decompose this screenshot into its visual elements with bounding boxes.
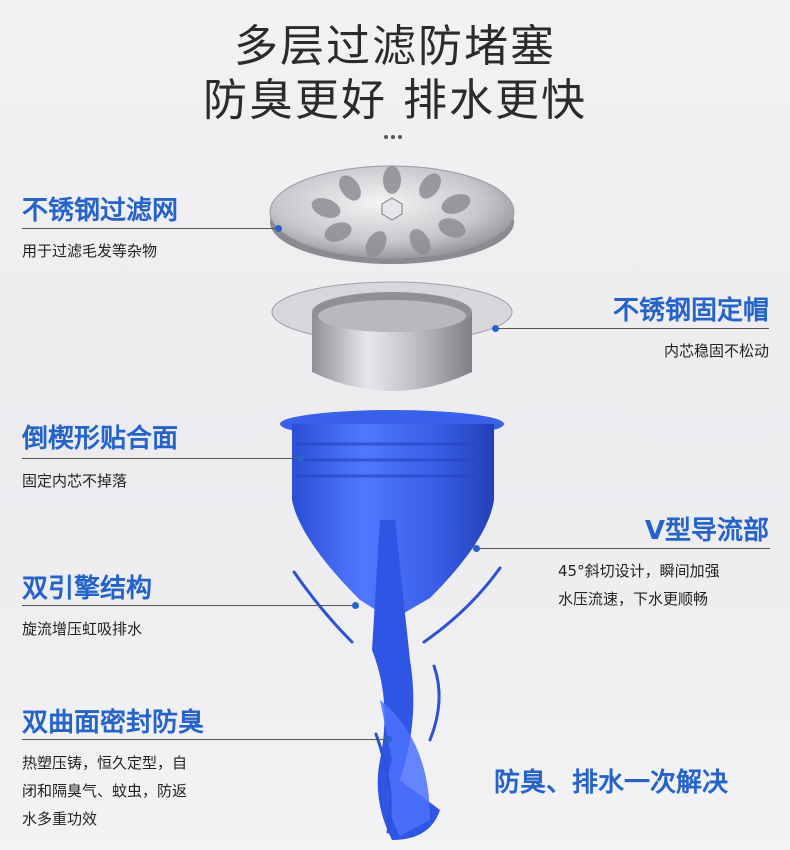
feature-desc-line-1: 热塑压铸，恒久定型，自 [22, 754, 188, 772]
callout-line-wedge [22, 458, 300, 459]
callout-dot-cap [492, 325, 499, 332]
stainless-filter-mesh [269, 165, 515, 264]
callout-dot-filter [275, 225, 282, 232]
callout-line-seal [22, 739, 388, 740]
feature-dual-engine: 双引擎结构 旋流增压虹吸排水 [22, 568, 152, 643]
feature-fixed-cap: 不锈钢固定帽 内芯稳固不松动 [500, 290, 769, 365]
feature-desc: 内芯稳固不松动 [663, 342, 769, 360]
callout-line-cap [497, 328, 769, 329]
feature-wedge-surface: 倒楔形贴合面 固定内芯不掉落 [22, 418, 178, 495]
feature-heading: 双引擎结构 [22, 574, 153, 604]
callout-dot-engine [352, 602, 359, 609]
stainless-fixed-cap [271, 281, 513, 391]
feature-desc-line-3: 水多重功效 [22, 810, 98, 828]
headline-line-1: 多层过滤防堵塞 [234, 21, 556, 72]
callout-line-filter [22, 228, 278, 229]
feature-desc: 旋流增压虹吸排水 [22, 620, 143, 638]
feature-heading: V型导流部 [644, 516, 769, 546]
feature-desc-line-1: 45°斜切设计，瞬间加强 [558, 562, 720, 580]
callout-dot-wedge [297, 455, 304, 462]
feature-heading: 倒楔形贴合面 [22, 424, 179, 454]
callout-dot-seal [385, 736, 392, 743]
feature-desc: 用于过滤毛发等杂物 [22, 242, 158, 260]
callout-dot-vguide [473, 545, 480, 552]
tagline: 防臭、排水一次解决 [494, 768, 729, 798]
feature-heading: 不锈钢固定帽 [612, 296, 769, 326]
feature-heading: 双曲面密封防臭 [22, 708, 205, 738]
water-flow-lines [292, 566, 502, 834]
feature-filter-mesh: 不锈钢过滤网 用于过滤毛发等杂物 [22, 190, 178, 265]
decorative-dots [384, 124, 405, 143]
feature-desc-line-2: 闭和隔臭气、蚊虫，防返 [22, 782, 188, 800]
feature-desc: 固定内芯不掉落 [22, 472, 128, 490]
feature-desc-line-2: 水压流速，下水更顺畅 [558, 590, 709, 608]
feature-v-guide: V型导流部 45°斜切设计，瞬间加强 水压流速，下水更顺畅 [558, 510, 769, 613]
blue-silicone-body [280, 410, 504, 840]
headline-line-2: 防臭更好 排水更快 [203, 75, 587, 126]
feature-heading: 不锈钢过滤网 [22, 196, 179, 226]
feature-dual-curve-seal: 双曲面密封防臭 热塑压铸，恒久定型，自 闭和隔臭气、蚊虫，防返 水多重功效 [22, 702, 204, 833]
callout-line-vguide [478, 548, 770, 549]
callout-line-engine [22, 605, 356, 606]
